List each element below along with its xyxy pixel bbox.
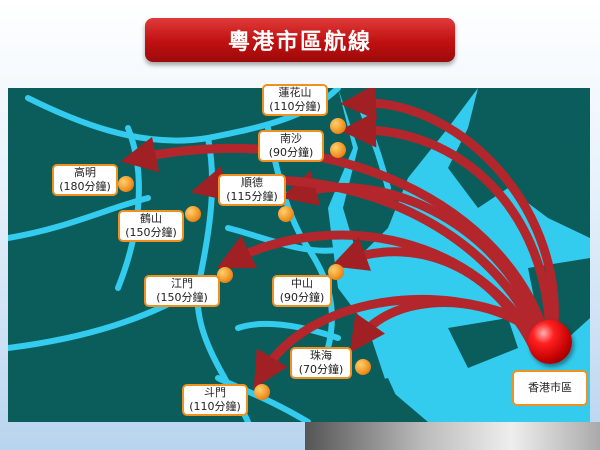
marker-nansha[interactable]	[330, 142, 346, 158]
label-doumen: 斗門 (110分鐘)	[182, 384, 248, 416]
label-lianhuashan: 蓮花山 (110分鐘)	[262, 84, 328, 116]
label-gaoming: 高明 (180分鐘)	[52, 164, 118, 196]
marker-heshan[interactable]	[185, 206, 201, 222]
travel-time: (110分鐘)	[269, 100, 321, 113]
label-heshan: 鶴山 (150分鐘)	[118, 210, 184, 242]
destination-name: 南沙	[280, 132, 302, 145]
destination-name: 高明	[74, 166, 96, 179]
ship-photo	[305, 422, 600, 450]
travel-time: (180分鐘)	[59, 180, 111, 193]
travel-time: (90分鐘)	[279, 291, 325, 304]
label-hongkong: 香港市區	[512, 370, 588, 406]
origin-marker-hongkong[interactable]	[528, 320, 572, 364]
destination-name: 江門	[171, 277, 193, 290]
marker-doumen[interactable]	[254, 384, 270, 400]
marker-jiangmen[interactable]	[217, 267, 233, 283]
label-jiangmen: 江門 (150分鐘)	[144, 275, 220, 307]
travel-time: (90分鐘)	[268, 146, 314, 159]
destination-name: 珠海	[310, 349, 332, 362]
arrow-lianhuashan	[340, 88, 559, 339]
travel-time: (110分鐘)	[189, 400, 241, 413]
label-zhuhai: 珠海 (70分鐘)	[290, 347, 352, 379]
marker-zhongshan[interactable]	[328, 264, 344, 280]
travel-time: (70分鐘)	[298, 363, 344, 376]
arrow-doumen	[253, 295, 533, 389]
label-nansha: 南沙 (90分鐘)	[258, 130, 324, 162]
travel-time: (115分鐘)	[226, 190, 278, 203]
map-svg	[8, 88, 590, 422]
destination-name: 斗門	[204, 386, 226, 399]
marker-zhuhai[interactable]	[355, 359, 371, 375]
marker-gaoming[interactable]	[118, 176, 134, 192]
travel-time: (150分鐘)	[125, 226, 177, 239]
destination-name: 鶴山	[140, 212, 162, 225]
marker-shunde[interactable]	[278, 206, 294, 222]
destination-name: 順德	[241, 176, 263, 189]
route-arrows	[120, 88, 559, 389]
page-title: 粵港市區航線	[145, 18, 455, 62]
destination-name: 中山	[291, 277, 313, 290]
travel-time: (150分鐘)	[156, 291, 208, 304]
origin-name: 香港市區	[528, 381, 572, 394]
destination-name: 蓮花山	[278, 86, 312, 99]
label-shunde: 順德 (115分鐘)	[218, 174, 286, 206]
label-zhongshan: 中山 (90分鐘)	[272, 275, 332, 307]
marker-lianhuashan[interactable]	[330, 118, 346, 134]
arrow-nansha	[340, 111, 555, 339]
